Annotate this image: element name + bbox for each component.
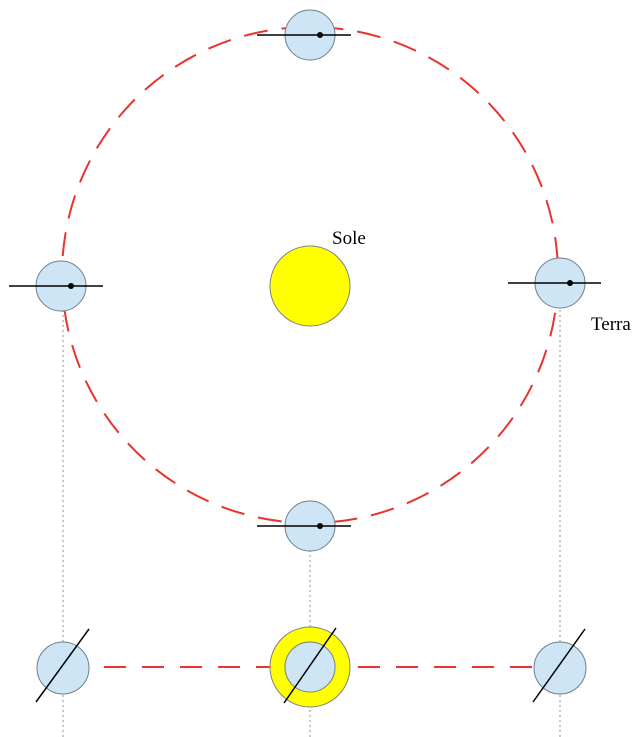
earth-globe <box>284 641 336 693</box>
earth-tilted-axis <box>283 627 337 704</box>
earth-label: Terra <box>591 314 631 335</box>
axis-pole-dot <box>317 32 323 38</box>
earth-side-left <box>35 628 90 703</box>
earth-tilted-axis <box>532 628 586 703</box>
axis-pole-dot <box>567 280 573 286</box>
earth-side-right <box>532 628 587 703</box>
earth-globe <box>533 641 587 695</box>
earth-top <box>257 9 351 61</box>
axis-pole-dot <box>317 523 323 529</box>
sun <box>269 245 351 327</box>
earth-globe <box>36 641 90 695</box>
earth-right <box>508 257 601 309</box>
axis-pole-dot <box>68 283 74 289</box>
sun-side-view <box>269 626 351 708</box>
earth-bottom <box>257 500 351 552</box>
earth-left <box>9 260 103 312</box>
sun-label: Sole <box>332 228 366 249</box>
earth-tilted-axis <box>35 628 90 703</box>
